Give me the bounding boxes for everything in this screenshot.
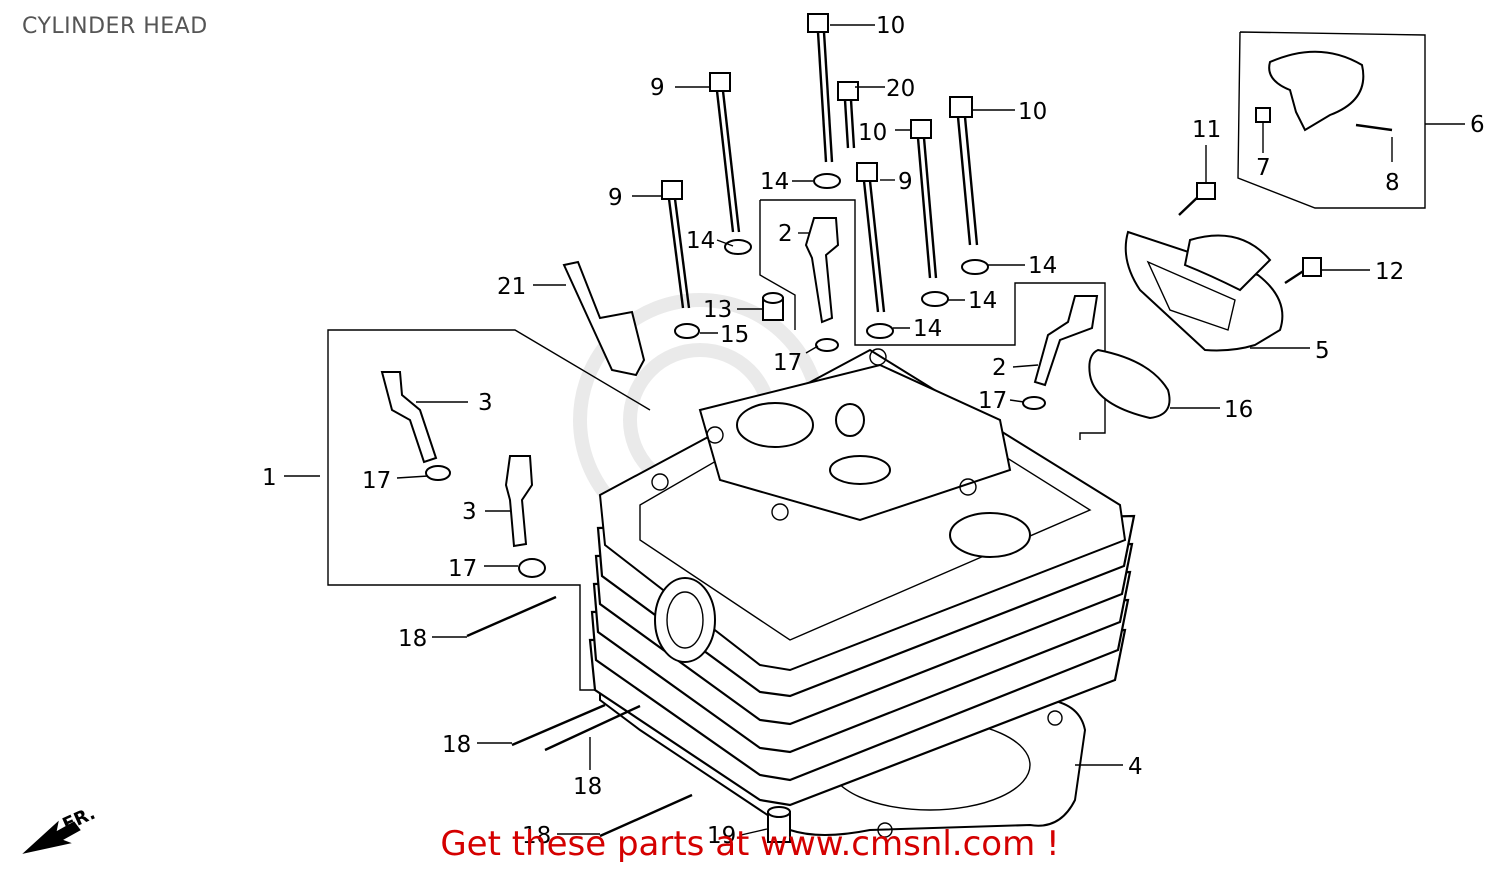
cap-nut xyxy=(762,292,784,321)
callout-2-lower: 2 xyxy=(992,355,1007,381)
callout-15: 15 xyxy=(720,322,749,348)
callout-14-top: 14 xyxy=(760,169,789,195)
callout-2-upper: 2 xyxy=(778,221,793,247)
callout-14-right: 14 xyxy=(1028,253,1057,279)
dowel-pin xyxy=(767,806,791,843)
callout-17-right: 17 xyxy=(978,388,1007,414)
cylinder-head-bolts xyxy=(661,13,979,313)
callout-14-lower: 14 xyxy=(913,316,942,342)
callout-18-upper: 18 xyxy=(398,626,427,652)
page-title: CYLINDER HEAD xyxy=(22,14,208,39)
stud-bolts xyxy=(466,595,693,838)
callout-13: 13 xyxy=(703,297,732,323)
callout-3-upper: 3 xyxy=(478,390,493,416)
callout-11: 11 xyxy=(1192,117,1221,143)
callout-5: 5 xyxy=(1315,338,1330,364)
callout-9-upper: 9 xyxy=(650,75,665,101)
callout-leaders xyxy=(284,24,1465,836)
callout-18-middle: 18 xyxy=(442,732,471,758)
callout-17-lower: 17 xyxy=(448,556,477,582)
callout-19: 19 xyxy=(707,823,736,849)
callout-16: 16 xyxy=(1224,397,1253,423)
callout-21: 21 xyxy=(497,274,526,300)
callout-10-right: 10 xyxy=(1018,99,1047,125)
callout-3-lower: 3 xyxy=(462,499,477,525)
callout-4: 4 xyxy=(1128,754,1143,780)
spark-plug xyxy=(562,260,646,377)
callout-labels: 10 9 20 10 10 9 14 9 14 2 14 14 14 21 13… xyxy=(262,13,1485,849)
callout-9-center: 9 xyxy=(898,169,913,195)
washers xyxy=(425,173,1046,578)
callout-17-upper: 17 xyxy=(773,350,802,376)
parts-shop-link[interactable]: Get these parts at www.cmsnl.com ! xyxy=(440,824,1060,864)
callout-18-bottom: 18 xyxy=(522,823,551,849)
valve-guides xyxy=(380,217,1099,548)
cylinder-head-body xyxy=(588,348,1136,838)
intake-components xyxy=(1088,50,1393,420)
callout-6: 6 xyxy=(1470,112,1485,138)
callout-8: 8 xyxy=(1385,170,1400,196)
callout-18-below: 18 xyxy=(573,774,602,800)
callout-14-left: 14 xyxy=(686,228,715,254)
callout-12: 12 xyxy=(1375,259,1404,285)
callout-9-left: 9 xyxy=(608,185,623,211)
callout-17-left: 17 xyxy=(362,468,391,494)
callout-20: 20 xyxy=(886,76,915,102)
callout-7: 7 xyxy=(1256,155,1271,181)
callout-10-middle: 10 xyxy=(858,120,887,146)
callout-14-center: 14 xyxy=(968,288,997,314)
callout-10-top: 10 xyxy=(876,13,905,39)
callout-1: 1 xyxy=(262,465,277,491)
